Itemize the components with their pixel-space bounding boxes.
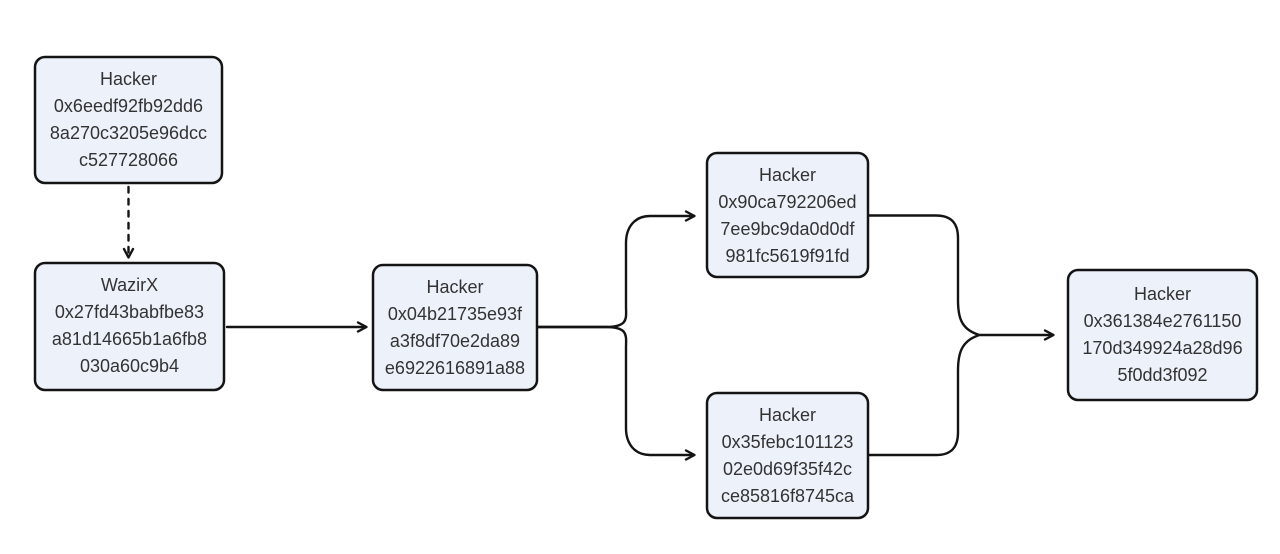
address-line: 02e0d69f35f42c <box>723 459 852 479</box>
node-box <box>705 391 870 520</box>
edge-split-bottom-to-merge <box>867 334 980 457</box>
address-line: 170d349924a28d96 <box>1082 338 1242 358</box>
node-hacker-split-bottom: Hacker 0x35febc101123 02e0d69f35f42c ce8… <box>705 391 870 520</box>
address-line: c527728066 <box>79 150 178 170</box>
address-line: ce85816f8745ca <box>721 486 855 506</box>
node-hacker-mid: Hacker 0x04b21735e93f a3f8df70e2da89 e69… <box>371 263 539 392</box>
node-box <box>33 261 226 392</box>
node-title: WazirX <box>101 275 158 295</box>
address-line: a3f8df70e2da89 <box>390 331 520 351</box>
address-line: 0x27fd43babfbe83 <box>55 302 204 322</box>
address-line: 0x6eedf92fb92dd6 <box>54 96 203 116</box>
nodes-layer: Hacker 0x6eedf92fb92dd6 8a270c3205e96dcc… <box>33 55 1259 520</box>
edge-hacker-mid-to-split-bottom <box>536 325 696 461</box>
address-line: 0x90ca792206ed <box>718 192 856 212</box>
node-box <box>705 151 870 279</box>
node-title: Hacker <box>1134 284 1191 304</box>
node-title: Hacker <box>100 69 157 89</box>
node-hacker-final: Hacker 0x361384e2761150 170d349924a28d96… <box>1066 268 1259 402</box>
edges-layer <box>122 185 1055 461</box>
node-box <box>371 263 539 392</box>
node-hacker-split-top: Hacker 0x90ca792206ed 7ee9bc9da0d0df 981… <box>705 151 870 279</box>
node-hacker-origin: Hacker 0x6eedf92fb92dd6 8a270c3205e96dcc… <box>33 55 224 185</box>
address-line: 0x361384e2761150 <box>1084 311 1242 331</box>
edge-split-top-to-merge <box>867 214 980 336</box>
address-line: e6922616891a88 <box>385 358 525 378</box>
node-box <box>1066 268 1259 402</box>
node-box <box>33 55 224 185</box>
address-line: 0x35febc101123 <box>722 432 854 452</box>
node-title: Hacker <box>759 405 816 425</box>
node-title: Hacker <box>426 277 483 297</box>
address-line: 0x04b21735e93f <box>388 304 523 324</box>
address-line: a81d14665b1a6fb8 <box>52 329 207 349</box>
address-line: 5f0dd3f092 <box>1117 365 1207 385</box>
edge-hacker-mid-to-split-top <box>536 210 696 329</box>
address-line: 7ee9bc9da0d0df <box>720 219 855 239</box>
address-line: 981fc5619f91fd <box>725 246 849 266</box>
address-line: 8a270c3205e96dcc <box>50 123 207 143</box>
node-title: Hacker <box>759 165 816 185</box>
node-wazirx: WazirX 0x27fd43babfbe83 a81d14665b1a6fb8… <box>33 261 226 392</box>
address-line: 030a60c9b4 <box>80 356 179 376</box>
